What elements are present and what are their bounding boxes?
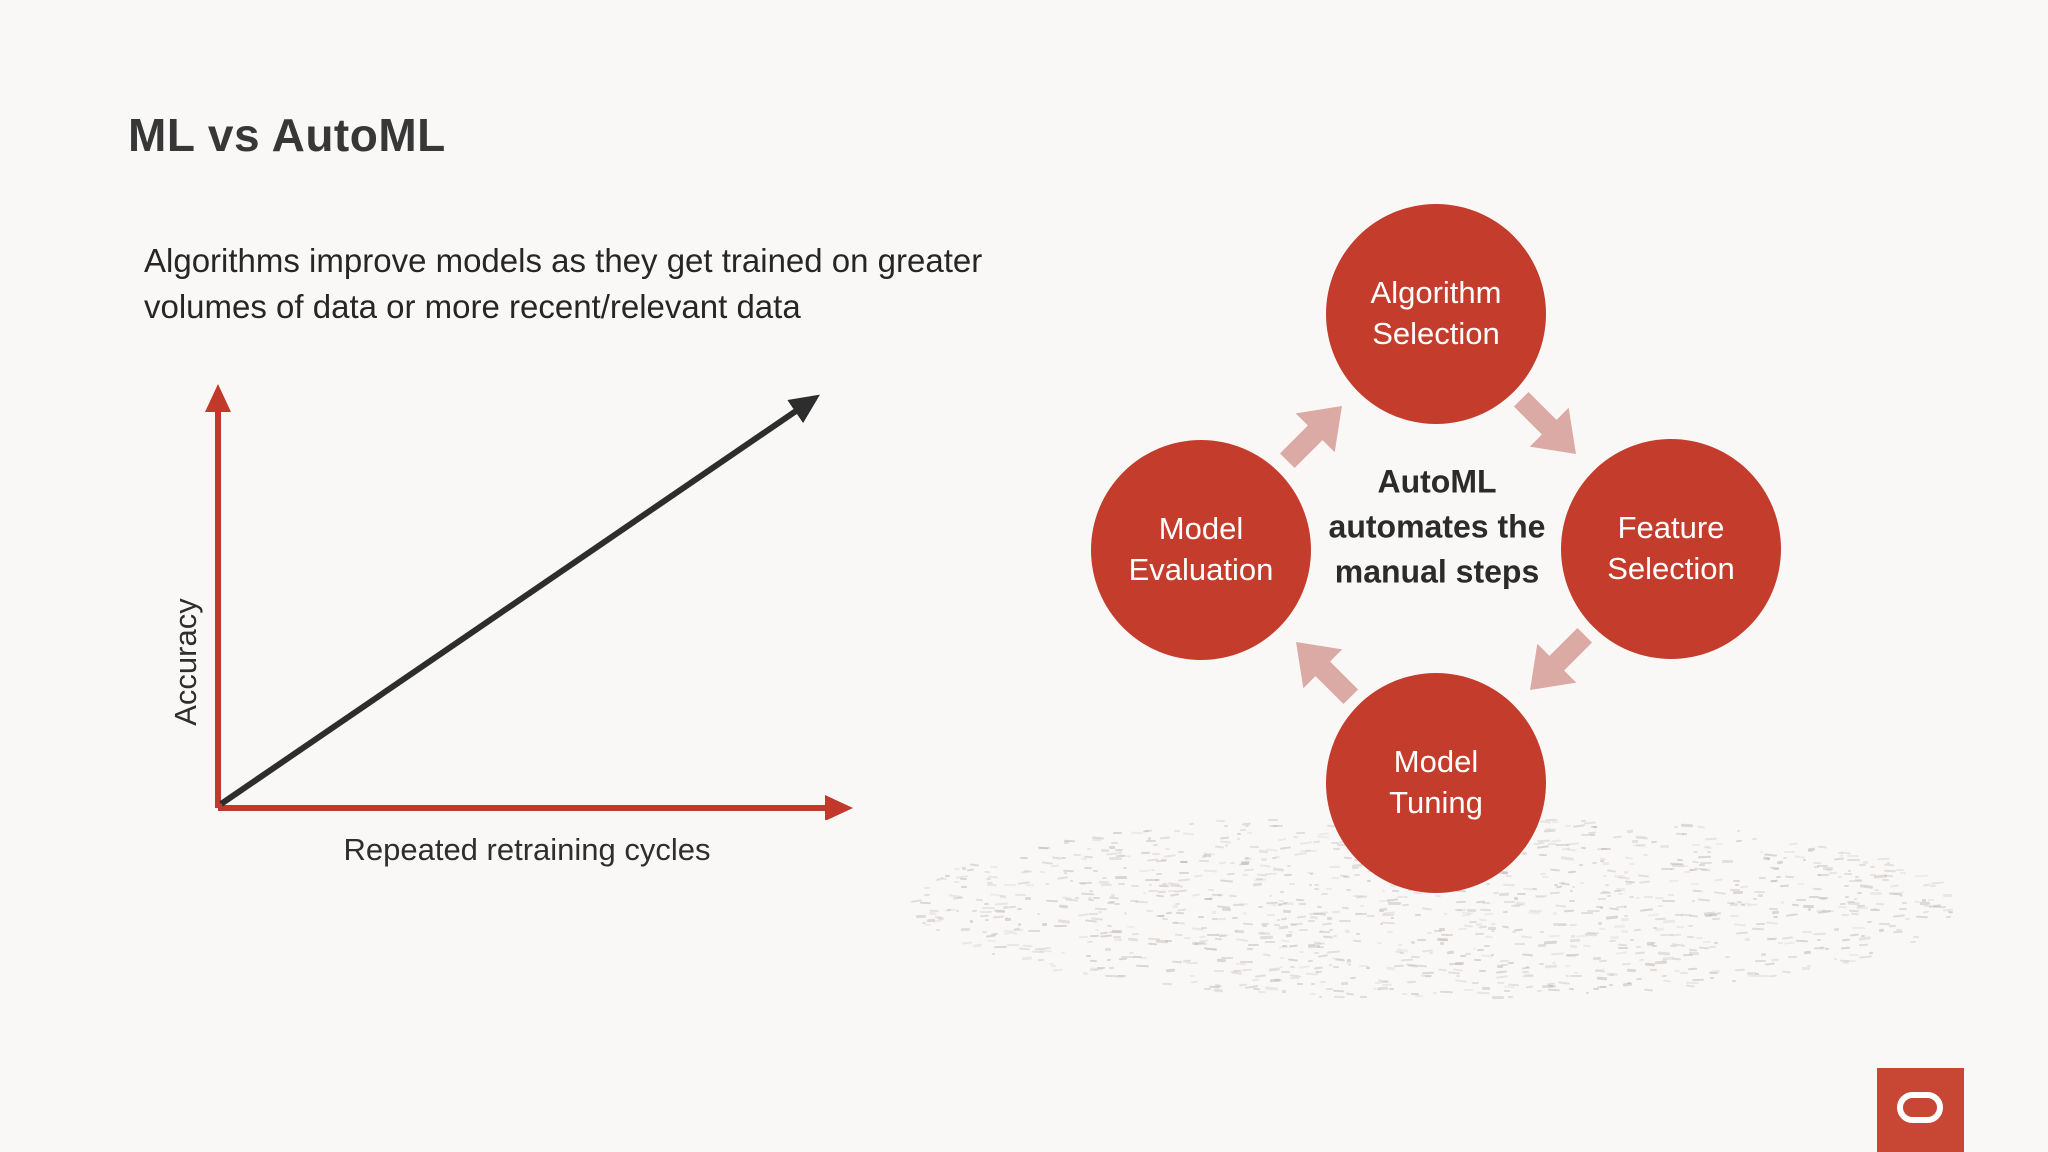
cycle-arrow-down-right-icon [1493,371,1603,481]
cycle-step-label: Feature [1617,510,1725,546]
cycle-step-model-evaluation: Model Evaluation [1091,440,1311,660]
cycle-center-caption: AutoML automates the manual steps [1329,460,1546,595]
y-axis-label: Accuracy [168,598,203,726]
cycle-step-label: Algorithm [1370,275,1502,311]
cycle-center-line: automates the [1328,508,1546,545]
subtitle-text: Algorithms improve models as they get tr… [144,242,983,325]
x-axis-label: Repeated retraining cycles [343,832,711,867]
cycle-step-label: Model [1393,744,1479,780]
cycle-step-algorithm-selection: Algorithm Selection [1326,204,1546,424]
oracle-logo [1877,1068,1964,1152]
cycle-step-label: Selection [1372,316,1500,351]
page-title: ML vs AutoML [128,109,446,161]
accuracy-chart [205,384,853,820]
cycle-arrow-up-right-icon [1259,379,1369,489]
cycle-center-line: AutoML [1377,463,1497,500]
cycle-step-label: Model [1158,511,1244,547]
trend-arrow [219,394,820,807]
cycle-step-model-tuning: Model Tuning [1326,673,1546,893]
cycle-step-label: Selection [1607,551,1735,586]
cycle-center-line: manual steps [1334,553,1540,590]
cycle-arrow-down-left-icon [1503,607,1613,717]
cycle-step-feature-selection: Feature Selection [1561,439,1781,659]
cycle-step-label: Tuning [1389,785,1483,820]
oracle-o-icon [1897,1092,1943,1123]
cycle-arrow-up-left-icon [1269,615,1379,725]
cycle-step-label: Evaluation [1128,552,1274,587]
